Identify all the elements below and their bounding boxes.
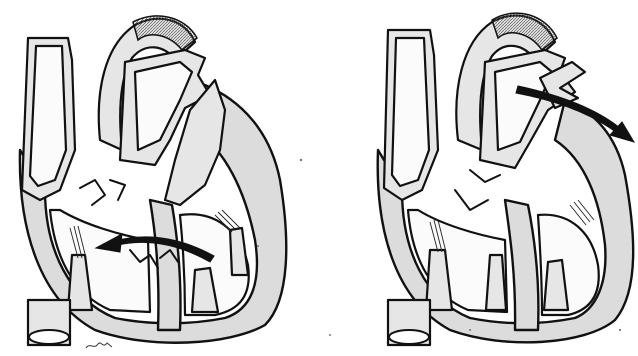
right-vena-cava-inner — [392, 38, 429, 186]
left-septum — [150, 200, 181, 330]
right-chordae-2 — [570, 200, 594, 225]
right-septum — [505, 200, 538, 330]
left-valve-leaflet-a — [80, 180, 105, 205]
left-inferior-vena-cava-opening — [29, 330, 69, 344]
left-artist-signature — [86, 343, 112, 348]
left-valve-leaflet-b — [110, 180, 125, 200]
heart-right-panel — [378, 13, 634, 345]
right-inferior-vena-cava-opening — [389, 330, 429, 344]
right-papillary-2 — [486, 255, 506, 310]
right-valve-closed-a — [455, 190, 488, 210]
left-vena-cava-inner — [30, 46, 66, 186]
left-papillary-3 — [230, 228, 248, 275]
heart-left-panel — [20, 16, 286, 348]
right-valve-closed-b — [470, 170, 500, 182]
